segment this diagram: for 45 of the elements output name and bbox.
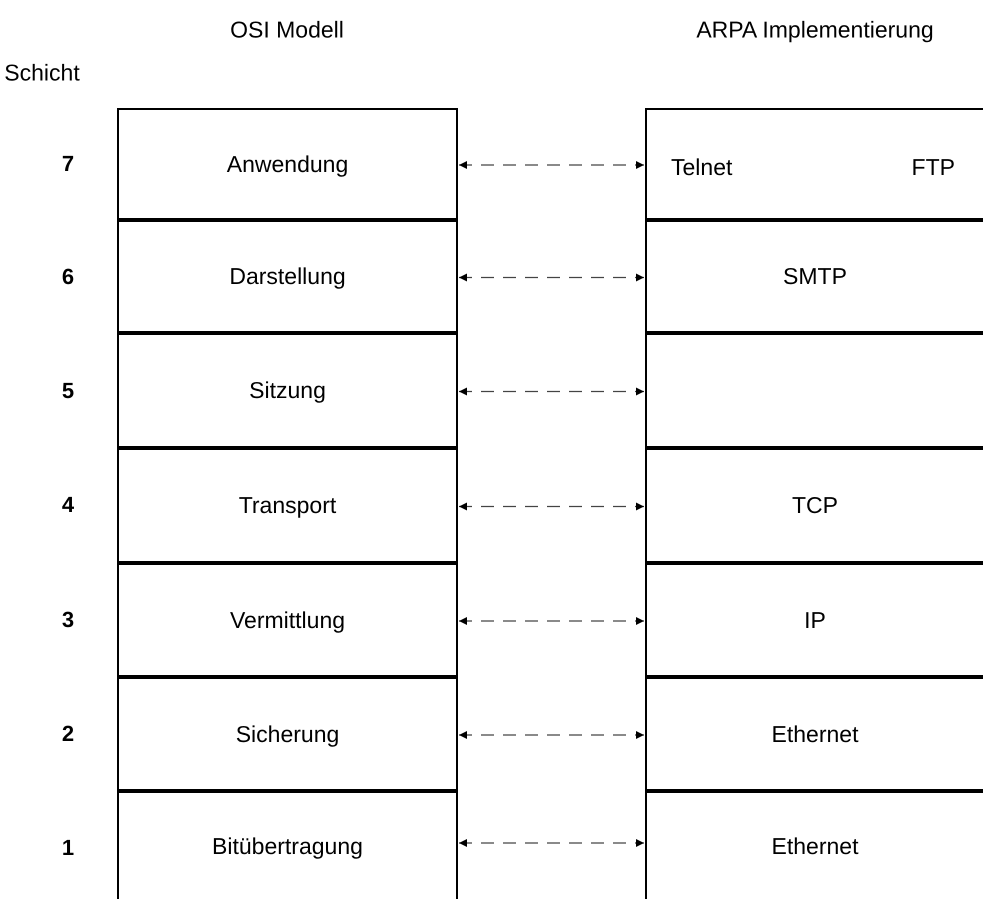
- double-arrow: [459, 502, 644, 510]
- layer-number: 7: [62, 151, 74, 177]
- layer-box: [645, 791, 983, 899]
- layer-number: 2: [62, 721, 74, 747]
- layer-box: [117, 563, 458, 677]
- layer-number: 5: [62, 378, 74, 404]
- layer-name: Sicherung: [236, 720, 340, 748]
- layer-name: TCP: [792, 492, 838, 519]
- layer-name: Darstellung: [229, 263, 346, 290]
- layer-box: [645, 677, 983, 791]
- column-heading: Schicht: [4, 60, 80, 86]
- layer-number: 3: [62, 607, 74, 633]
- layer-box: [645, 220, 983, 333]
- layer-name: Transport: [238, 492, 336, 519]
- layer-name: FTP: [912, 154, 955, 180]
- layer-name: Sitzung: [249, 377, 326, 404]
- layer-name: Anwendung: [226, 150, 348, 178]
- layer-box: [117, 108, 458, 220]
- layer-box: [645, 108, 983, 220]
- double-arrow: [459, 388, 644, 396]
- layer-number: 6: [62, 264, 74, 290]
- empty-layer-box: [645, 333, 983, 448]
- column-heading: OSI Modell: [230, 16, 344, 44]
- layer-name: Ethernet: [772, 832, 858, 860]
- double-arrow: [459, 731, 644, 739]
- layer-name: Bitübertragung: [212, 832, 363, 860]
- layer-box: [117, 333, 458, 448]
- layer-number: 4: [62, 492, 74, 518]
- double-arrow: [459, 617, 644, 625]
- layer-box: [117, 791, 458, 899]
- layer-name: Vermittlung: [230, 606, 346, 634]
- layer-name: IP: [804, 606, 826, 634]
- layer-name: Telnet: [671, 154, 732, 180]
- layer-box: [117, 448, 458, 563]
- layer-box: [117, 677, 458, 791]
- double-arrow: [459, 161, 644, 169]
- layer-box: [645, 563, 983, 677]
- layer-box: [645, 448, 983, 563]
- double-arrow: [459, 274, 644, 282]
- double-arrow: [459, 839, 644, 847]
- column-heading: ARPA Implementierung: [696, 16, 934, 44]
- layer-name: SMTP: [783, 263, 847, 290]
- layer-box: [117, 220, 458, 333]
- layer-number: 1: [62, 835, 74, 861]
- layer-name: Ethernet: [772, 720, 858, 748]
